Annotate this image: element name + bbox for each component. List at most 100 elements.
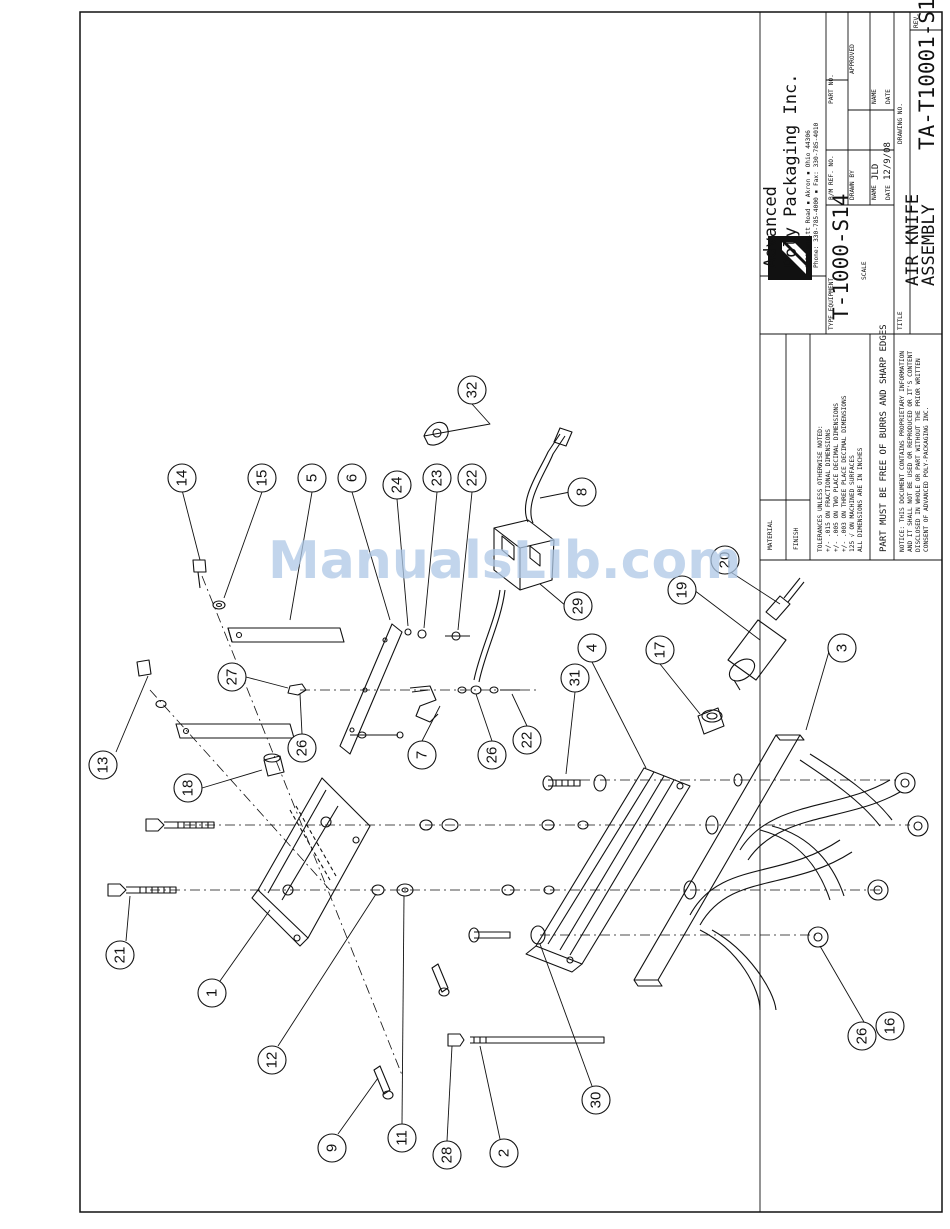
callout-number: 29 (570, 598, 587, 615)
callout-circle (875, 1011, 905, 1041)
callout-circle (287, 733, 317, 763)
callout-number: 6 (344, 474, 361, 482)
callout-30: 30 (581, 1085, 611, 1115)
date-value: 12/9/08 (883, 142, 893, 180)
part-27-nut (287, 683, 307, 696)
callout-6: 6 (337, 463, 367, 493)
company-logo (768, 236, 812, 280)
part-1-air-knife-body (251, 777, 371, 947)
scale-label: SCALE (861, 261, 868, 280)
callout-19: 19 (667, 575, 697, 605)
callout-circle (457, 463, 487, 493)
part-9-screw (373, 963, 450, 1100)
callout-26: 26 (287, 733, 317, 763)
callout-number: 3 (834, 644, 851, 652)
part-14-screw (192, 559, 207, 589)
callout-12: 12 (257, 1045, 287, 1075)
callout-circle (317, 1133, 347, 1163)
callout-number: 19 (674, 582, 691, 599)
callout-circle (645, 635, 675, 665)
callout-1: 1 (197, 978, 227, 1008)
company-name-line1: Advanced (761, 186, 781, 268)
notice-line: NOTICE: THIS DOCUMENT CONTAINS PROPRIETA… (899, 351, 906, 552)
drawing-title-line2: ASSEMBLY (919, 204, 939, 286)
callout-26: 26 (847, 1021, 877, 1051)
callout-22: 22 (457, 463, 487, 493)
callout-number: 17 (652, 642, 669, 659)
burrs-note: PART MUST BE FREE OF BURRS AND SHARP EDG… (879, 324, 889, 552)
name-label: NAME (871, 185, 878, 200)
part-18-fitting (263, 753, 337, 881)
bm-ref-label: B/M REF. NO. (828, 155, 835, 200)
part-no-label: PART NO. (828, 74, 835, 104)
callout-32: 32 (457, 375, 487, 405)
callout-number: 13 (95, 757, 112, 774)
callout-number: 14 (174, 470, 191, 487)
part-3-bracket (633, 734, 929, 1011)
watermark-text: ManualsLib.com (268, 531, 741, 591)
callout-circle (422, 463, 452, 493)
callout-15: 15 (247, 463, 277, 493)
callout-26: 26 (477, 740, 507, 770)
callout-number: 20 (717, 552, 734, 569)
callout-circle (337, 463, 367, 493)
callout-number: 7 (414, 751, 431, 759)
callout-22: 22 (512, 725, 542, 755)
callout-number: 23 (429, 470, 446, 487)
callout-circle (477, 740, 507, 770)
date-label-approved: DATE (885, 89, 892, 104)
callout-number: 32 (464, 382, 481, 399)
callout-circle (105, 940, 135, 970)
part-11-12-washers (371, 818, 589, 897)
tolerance-line: +/- .005 ON TWO PLACE DECIMAL DIMENSIONS (833, 403, 840, 552)
drawing-no-value: TA-T10001-S14 (915, 0, 939, 150)
callout-17: 17 (645, 635, 675, 665)
tolerance-line: TOLERANCES UNLESS OTHERWISE NOTED: (817, 425, 824, 552)
callout-number: 27 (224, 669, 241, 686)
callout-13: 13 (88, 750, 118, 780)
callout-circle (457, 375, 487, 405)
callout-circle (667, 575, 697, 605)
callout-circle (432, 1140, 462, 1170)
callout-circle (387, 1123, 417, 1153)
lower-bar (175, 723, 295, 739)
callout-number: 22 (519, 732, 536, 749)
callout-circle (382, 470, 412, 500)
notice-line: AND IT SHALL NOT BE USED OR REPRODUCED O… (907, 351, 914, 552)
callout-21: 21 (105, 940, 135, 970)
callout-circle (577, 633, 607, 663)
part-8-cable (473, 427, 573, 683)
callout-29: 29 (563, 591, 593, 621)
callout-number: 15 (254, 470, 271, 487)
part-30-screw (468, 925, 546, 945)
callout-leaders (115, 403, 865, 1142)
exploded-assembly-drawing (107, 403, 929, 1142)
part-2-rod (447, 1033, 605, 1047)
callout-number: 26 (294, 740, 311, 757)
material-label: MATERIAL (767, 520, 774, 550)
part-13-screw (136, 659, 167, 709)
callout-circle (297, 463, 327, 493)
tolerance-line: +/- .015 ON FRACTIONAL DIMENSIONS (825, 429, 832, 552)
callout-number: 21 (112, 947, 129, 964)
callout-circle (257, 1045, 287, 1075)
part-24-23-22-hardware (404, 628, 470, 641)
callout-circle (88, 750, 118, 780)
tolerance-line: ALL DIMENSIONS ARE IN INCHES (857, 447, 864, 552)
callout-number: 5 (304, 474, 321, 482)
title-block (759, 11, 943, 1213)
callout-circle (489, 1138, 519, 1168)
callout-24: 24 (382, 470, 412, 500)
title-label: TITLE (897, 311, 904, 330)
callout-18: 18 (173, 773, 203, 803)
callout-number: 22 (464, 470, 481, 487)
callout-circle (197, 978, 227, 1008)
callout-circle (512, 725, 542, 755)
callout-number: 24 (389, 477, 406, 494)
callout-number: 12 (264, 1052, 281, 1069)
callout-number: 30 (588, 1092, 605, 1109)
callout-circle (563, 591, 593, 621)
callout-7: 7 (407, 740, 437, 770)
